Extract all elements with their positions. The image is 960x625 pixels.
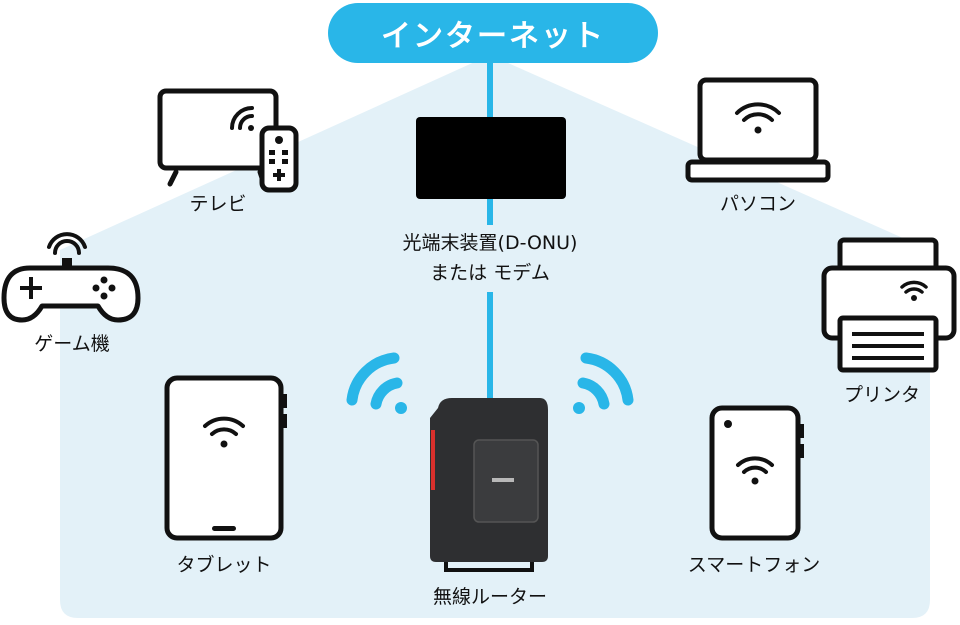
tablet-label: タブレット — [176, 554, 272, 576]
printer-label: プリンタ — [843, 384, 921, 406]
onu-label-line1: 光端末装置(D-ONU) — [402, 232, 578, 254]
printer-icon — [821, 237, 957, 373]
router-icon — [430, 398, 548, 572]
smartphone-icon — [709, 405, 804, 541]
tablet-icon — [164, 375, 287, 541]
phone-label: スマートフォン — [687, 554, 821, 576]
router-wifi-right — [573, 352, 634, 414]
router-wifi-left — [346, 352, 407, 414]
router-label: 無線ルーター — [432, 586, 548, 608]
onu-label-line2: または モデム — [430, 262, 550, 284]
connection-line-bottom — [487, 292, 493, 402]
onu-device — [416, 117, 566, 199]
tv-label: テレビ — [189, 193, 247, 215]
internet-pill — [328, 3, 658, 63]
laptop-icon — [685, 77, 831, 183]
internet-label: インターネット — [381, 19, 605, 54]
game-controller-icon — [1, 232, 141, 323]
game-label: ゲーム機 — [34, 333, 110, 355]
tv-icon — [157, 88, 299, 193]
pc-label: パソコン — [719, 193, 797, 215]
